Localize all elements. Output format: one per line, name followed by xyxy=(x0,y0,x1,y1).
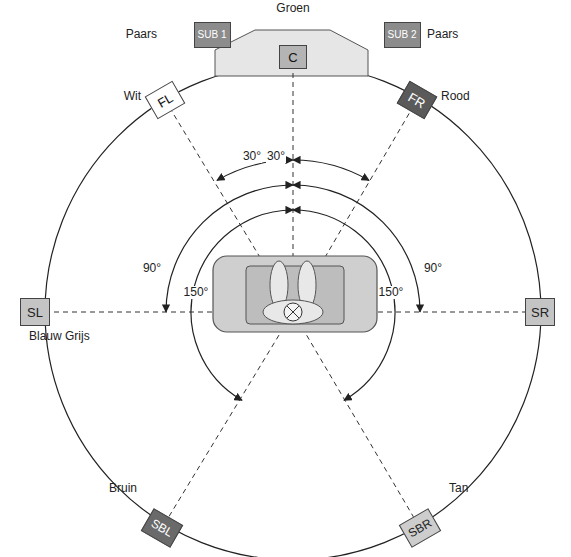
speaker-box: SBL xyxy=(141,508,183,548)
angle-label: 30° xyxy=(242,150,262,163)
speaker-label: C xyxy=(288,51,297,64)
color-label: Bruin xyxy=(108,482,138,495)
speaker-box: FL xyxy=(145,81,186,120)
speaker-label: SR xyxy=(531,306,549,319)
angle-label: 150° xyxy=(378,286,405,299)
speaker-label: SUB 2 xyxy=(388,30,417,40)
angle-arcs xyxy=(166,160,420,400)
speaker-box: SL xyxy=(20,298,50,326)
angle-label: 150° xyxy=(183,286,210,299)
speaker-label: SL xyxy=(27,306,43,319)
speaker-label: FR xyxy=(406,90,428,110)
color-label: Rood xyxy=(440,90,471,103)
speaker-box: C xyxy=(279,45,307,69)
speaker-label: SBR xyxy=(406,517,433,540)
angle-label: 90° xyxy=(142,262,162,275)
listening-circle xyxy=(45,64,541,557)
color-label: Paars xyxy=(426,28,459,41)
guide-lines xyxy=(45,70,541,528)
sofa xyxy=(213,256,377,332)
color-label: Paars xyxy=(125,28,158,41)
speaker-label: SBL xyxy=(149,517,175,539)
color-label: Wit xyxy=(123,90,142,103)
speaker-box: SBR xyxy=(399,508,441,548)
speaker-label: SUB 1 xyxy=(198,30,227,40)
speaker-box: SUB 2 xyxy=(384,22,421,48)
speaker-box: SR xyxy=(525,298,555,326)
tv-screen xyxy=(215,30,368,76)
color-label: Tan xyxy=(448,482,469,495)
color-label: Groen xyxy=(275,2,310,15)
color-label: Blauw Grijs xyxy=(28,330,91,343)
speaker-box: FR xyxy=(397,81,438,120)
angle-label: 30° xyxy=(266,150,286,163)
speaker-label: FL xyxy=(155,91,175,110)
angle-label: 90° xyxy=(423,262,443,275)
speaker-box: SUB 1 xyxy=(194,22,231,48)
